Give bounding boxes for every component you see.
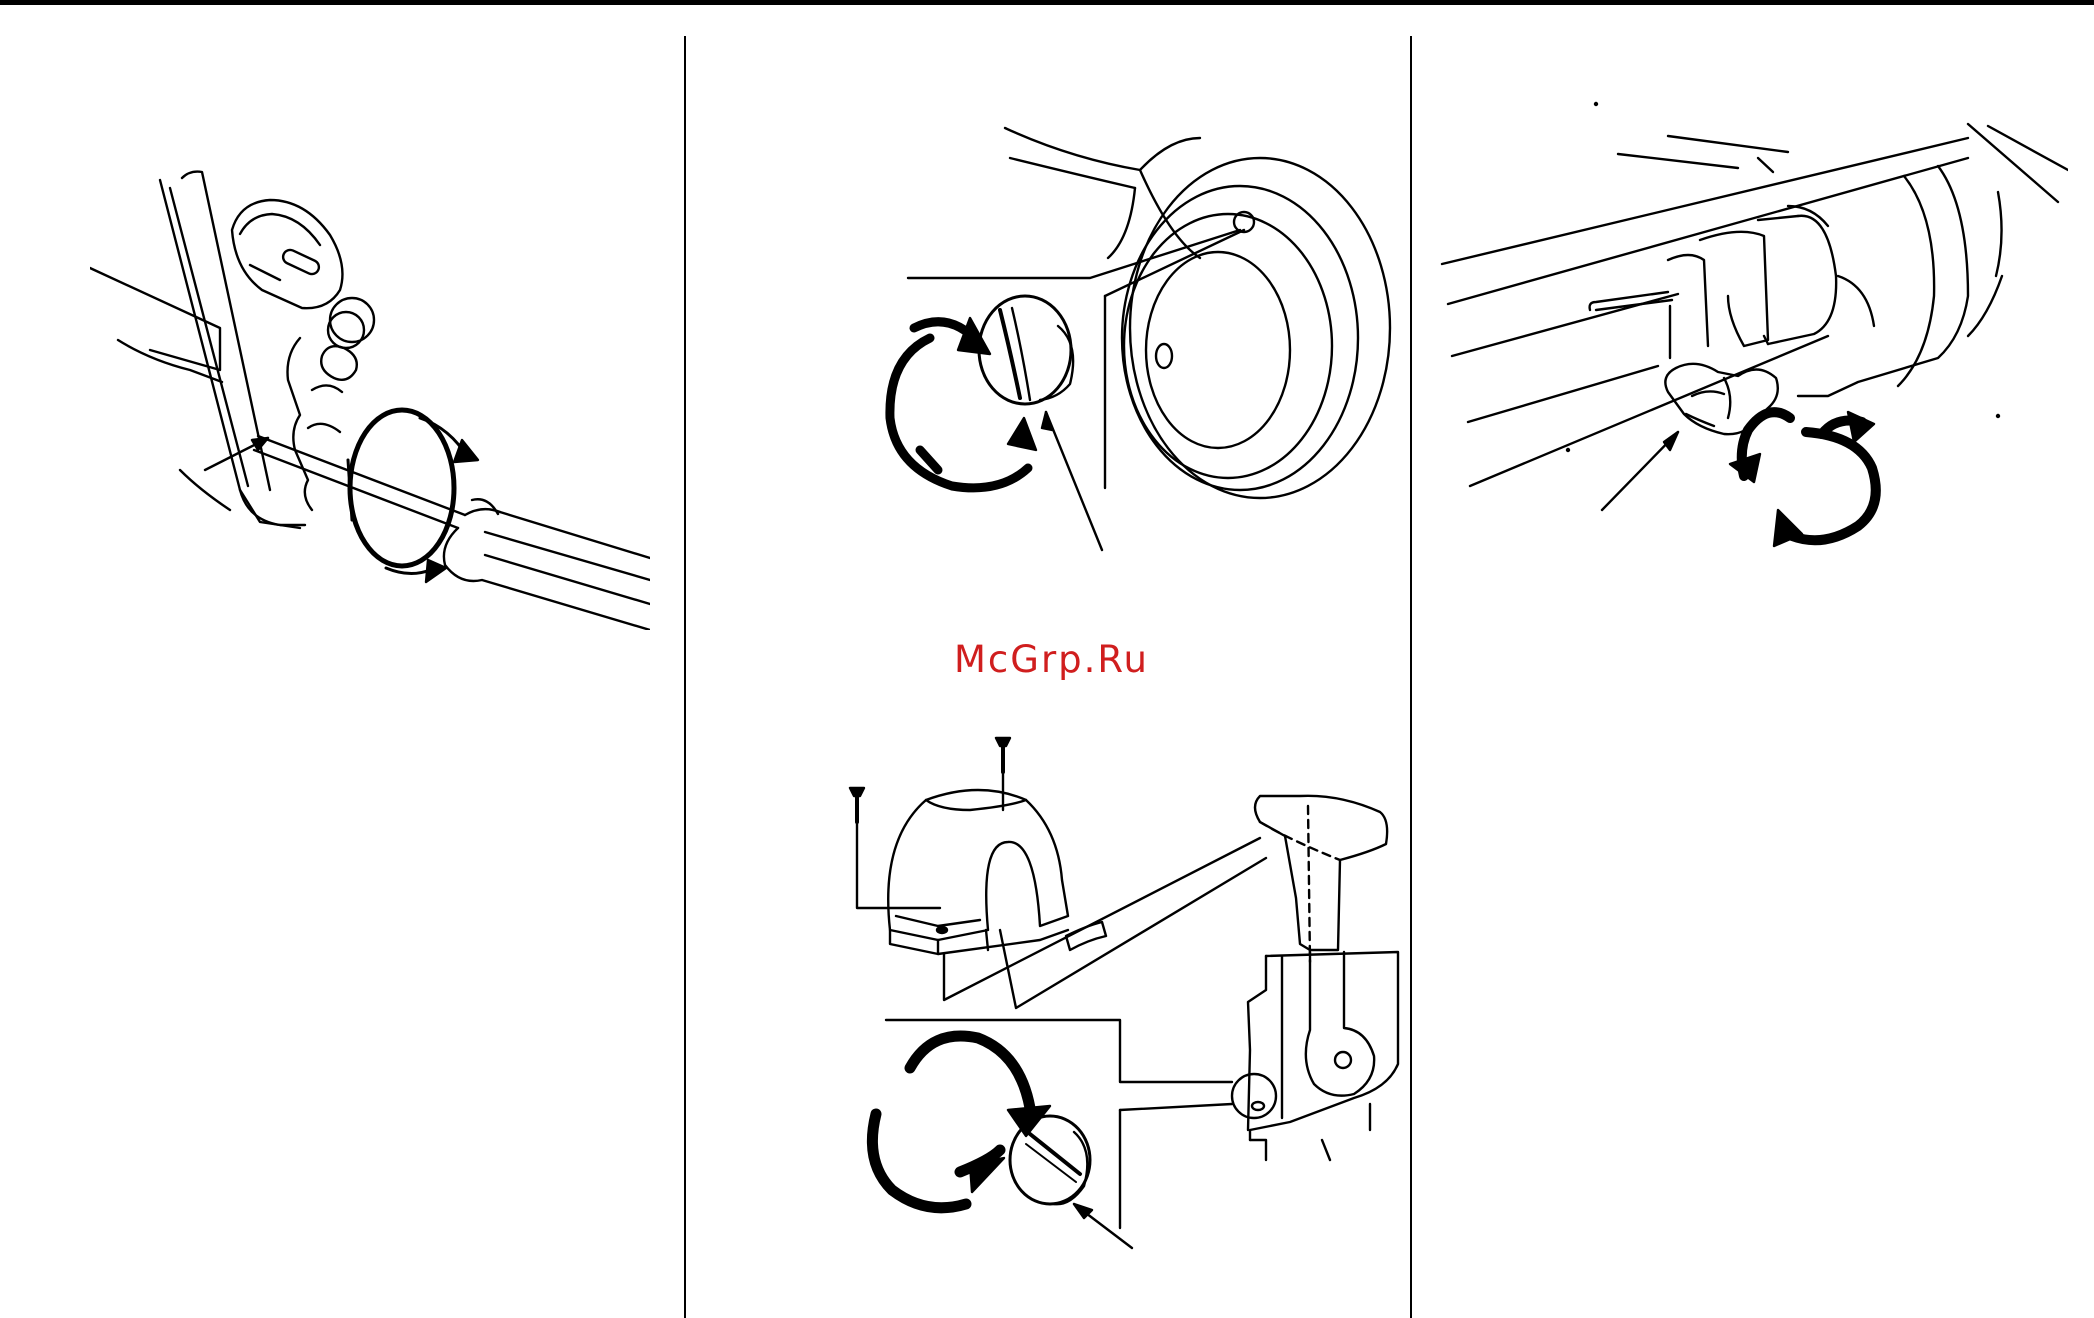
shaft-wing-nut-illustration [1428, 96, 2068, 576]
slotted-cap-wheel-hub-illustration [840, 118, 1400, 568]
figure-clamp-cover-lever [830, 730, 1410, 1250]
figure-slotted-cap-wheel-hub [840, 118, 1400, 568]
column-divider-right [1410, 36, 1412, 1318]
column-divider-left [684, 36, 686, 1318]
clamp-cover-lever-illustration [830, 730, 1410, 1250]
figure-screwdriver-key-switch [90, 160, 650, 630]
top-rule [0, 0, 2094, 5]
figure-shaft-wing-nut [1428, 96, 2068, 576]
screwdriver-key-switch-illustration [90, 160, 650, 630]
watermark-text: McGrp.Ru [954, 638, 1149, 681]
